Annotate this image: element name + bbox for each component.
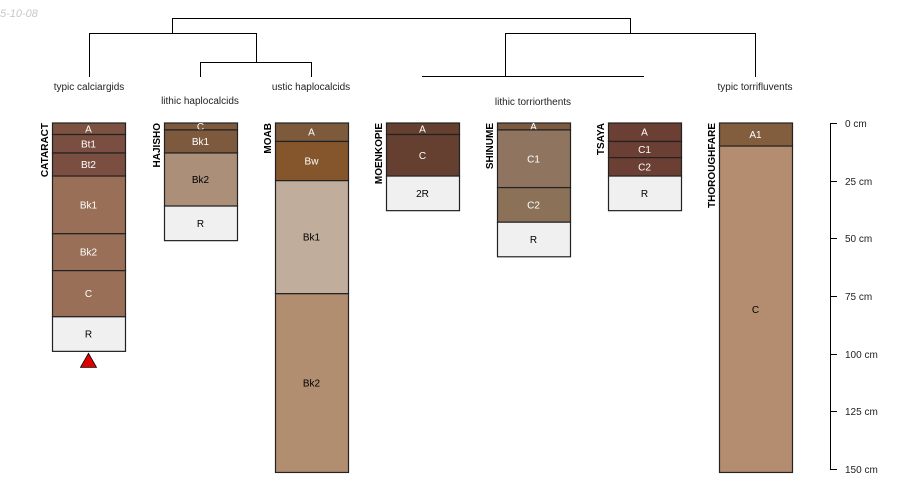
profile-name: THOROUGHFARE bbox=[707, 123, 718, 208]
axis-tick-label: 0 cm bbox=[845, 119, 867, 130]
soil-profile: MOENKOPIE A C 2R bbox=[374, 122, 461, 212]
horizon-label: R bbox=[85, 330, 92, 341]
horizon-label: A bbox=[308, 128, 315, 139]
horizon bbox=[496, 129, 572, 189]
profile-name: TSAYA bbox=[596, 123, 607, 155]
horizon-label: Bt2 bbox=[81, 160, 96, 171]
horizon-label: Bk2 bbox=[192, 175, 210, 186]
horizon-label: A bbox=[419, 124, 426, 135]
horizon-label: C bbox=[197, 122, 204, 133]
horizon-label: Bk1 bbox=[192, 137, 210, 148]
horizon-label: C1 bbox=[638, 145, 651, 156]
profile-name: CATARACT bbox=[40, 123, 51, 177]
horizon bbox=[51, 233, 127, 272]
horizon-label: R bbox=[197, 219, 204, 230]
axis-tick-label: 25 cm bbox=[845, 177, 872, 188]
horizon bbox=[385, 133, 461, 177]
profile-name: HAJISHO bbox=[152, 123, 163, 168]
horizon-label: C1 bbox=[527, 154, 540, 165]
horizon bbox=[496, 221, 572, 258]
horizon-label: Bw bbox=[305, 157, 320, 168]
horizon-label: Bk2 bbox=[80, 248, 98, 259]
horizon bbox=[274, 293, 350, 474]
date-stamp: 5-10-08 bbox=[0, 8, 38, 20]
horizon-label: C2 bbox=[638, 162, 651, 173]
dendrogram bbox=[89, 18, 756, 77]
axis-tick-label: 125 cm bbox=[845, 407, 878, 418]
taxon-label: ustic haplocalcids bbox=[272, 82, 350, 93]
horizon-label: Bt1 bbox=[81, 139, 96, 150]
taxon-label: typic calciargids bbox=[54, 82, 125, 93]
depth-axis: 0 cm 25 cm 50 cm 75 cm 100 cm 125 cm 150 cm bbox=[830, 119, 878, 476]
horizon-label: C bbox=[752, 305, 759, 316]
horizon-label: C2 bbox=[527, 200, 540, 211]
axis-tick-label: 100 cm bbox=[845, 350, 878, 361]
red-triangle-icon bbox=[79, 352, 98, 368]
horizon-label: A1 bbox=[749, 130, 762, 141]
horizon bbox=[607, 175, 683, 212]
horizon bbox=[718, 145, 794, 474]
axis-tick-label: 75 cm bbox=[845, 292, 872, 303]
dendrogram-branch bbox=[89, 33, 257, 77]
horizon bbox=[163, 205, 239, 242]
profile-name: MOAB bbox=[263, 123, 274, 154]
profile-name: MOENKOPIE bbox=[374, 123, 385, 184]
horizon bbox=[274, 180, 350, 295]
profile-name: SHINUME bbox=[485, 123, 496, 169]
horizon-label: A bbox=[85, 124, 92, 135]
soil-profile: THOROUGHFARE A1C bbox=[707, 122, 794, 474]
horizon bbox=[51, 175, 127, 235]
horizon bbox=[496, 186, 572, 223]
axis-tick-label: 50 cm bbox=[845, 234, 872, 245]
horizon-label: R bbox=[641, 189, 648, 200]
taxon-label: lithic torriorthents bbox=[495, 97, 571, 108]
horizon-label: A bbox=[530, 122, 537, 133]
dendrogram-branch bbox=[200, 62, 312, 77]
horizon-label: C bbox=[419, 151, 426, 162]
taxon-label: typic torrifluvents bbox=[717, 82, 792, 93]
dendrogram-branch bbox=[505, 33, 756, 77]
horizon-label: C bbox=[85, 289, 92, 300]
horizon-label: Bk1 bbox=[303, 233, 321, 244]
dendrogram-branch bbox=[172, 18, 631, 33]
axis-tick-label: 150 cm bbox=[845, 465, 878, 476]
horizon bbox=[385, 175, 461, 212]
horizon-label: Bk2 bbox=[303, 379, 321, 390]
horizon-label: R bbox=[530, 235, 537, 246]
horizon-label: A bbox=[641, 128, 648, 139]
horizon-label: 2R bbox=[416, 189, 429, 200]
horizon-label: Bk1 bbox=[80, 200, 98, 211]
horizon bbox=[163, 152, 239, 207]
horizon bbox=[51, 316, 127, 352]
taxon-label: lithic haplocalcids bbox=[161, 96, 239, 107]
horizon bbox=[51, 270, 127, 318]
horizon bbox=[274, 140, 350, 182]
